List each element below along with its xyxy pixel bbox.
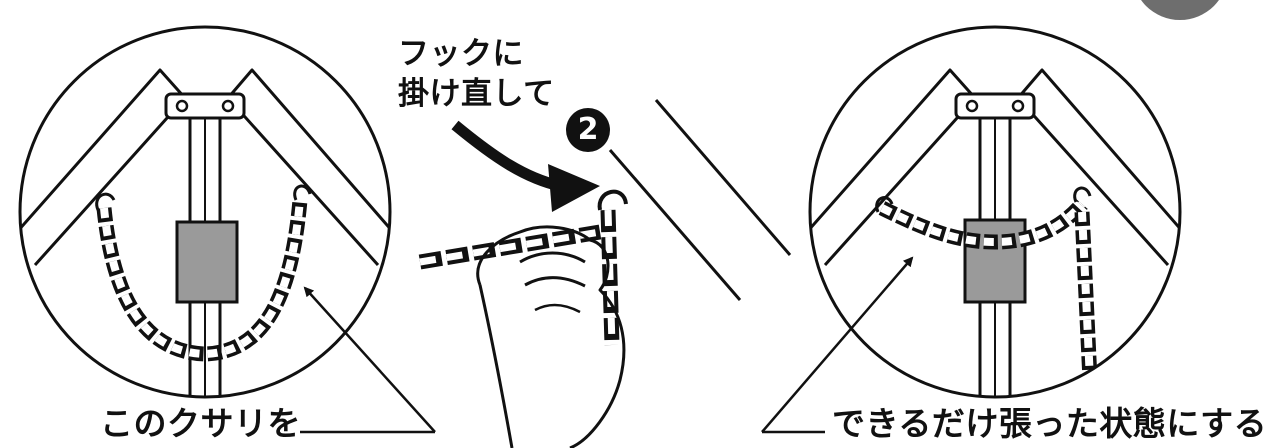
grey-plate [175,220,239,304]
hook-left [95,192,116,211]
chain-slack [96,199,308,362]
taut-caption: できるだけ張った状態にする [832,404,1268,443]
chain-pointer [300,286,436,434]
step-2-badge: 2 [566,108,610,152]
hook-right [293,184,312,201]
left-magnifier [18,25,392,399]
hand-holding-chain [418,99,792,448]
right-magnifier [808,25,1182,399]
curved-arrow [451,120,600,212]
bracket [164,92,246,120]
rehook-line-2: 掛け直して [398,76,555,112]
corner-badge [1141,0,1219,20]
chain-caption: このクサリを [100,404,301,443]
rehook-line-1: フックに [398,36,524,72]
taut-pointer [761,256,914,434]
rehook-instruction: フックに 掛け直して [398,34,555,114]
